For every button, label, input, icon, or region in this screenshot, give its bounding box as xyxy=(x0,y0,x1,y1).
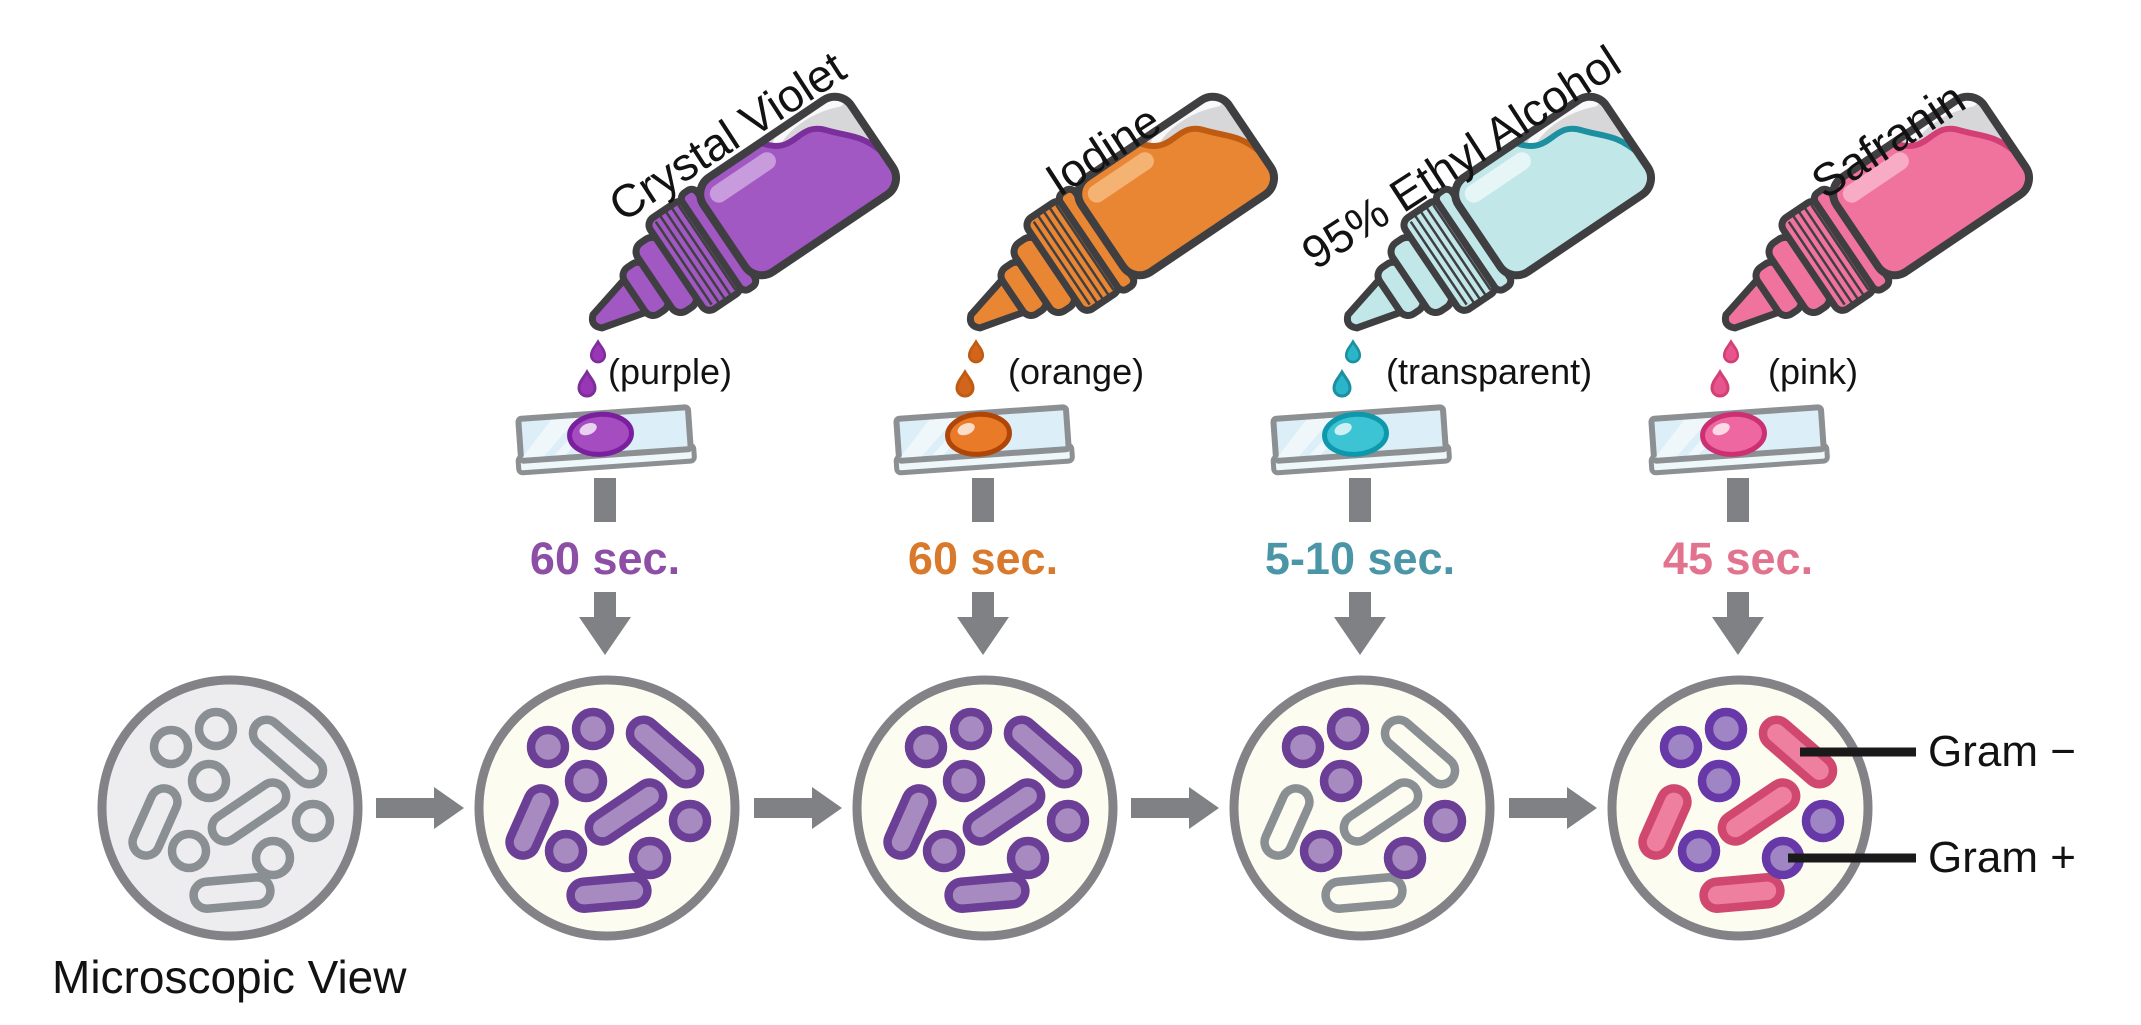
coccus-bacterium xyxy=(1801,799,1845,843)
right-arrow-icon xyxy=(754,787,842,829)
right-arrow-icon xyxy=(1509,787,1597,829)
coccus-bacterium xyxy=(291,799,335,843)
coccus-bacterium xyxy=(194,707,238,751)
rod-bacterium xyxy=(207,778,291,846)
coccus-bacterium xyxy=(1046,799,1090,843)
slide-ethyl-alcohol xyxy=(1270,407,1449,473)
crystal-violet-drops xyxy=(579,341,605,396)
rod-bacterium xyxy=(1380,715,1460,789)
time-label-safranin: 45 sec. xyxy=(1662,533,1814,584)
rod-bacterium xyxy=(566,873,652,913)
coccus-bacterium xyxy=(1383,836,1427,880)
rod-bacterium xyxy=(189,873,275,913)
coccus-bacterium xyxy=(1326,707,1370,751)
coccus-bacterium xyxy=(564,759,608,803)
slide-crystal-violet xyxy=(515,407,694,473)
time-label-iodine: 60 sec. xyxy=(907,533,1059,584)
rod-bacterium xyxy=(625,715,705,789)
coccus-bacterium xyxy=(167,829,211,873)
rod-bacterium xyxy=(1339,778,1423,846)
coccus-bacterium xyxy=(922,829,966,873)
coccus-bacterium xyxy=(668,799,712,843)
coccus-bacterium xyxy=(1006,836,1050,880)
color-note-orange: (orange) xyxy=(1008,351,1145,392)
rod-bacterium xyxy=(1638,784,1692,860)
coccus-bacterium xyxy=(904,725,948,769)
coccus-bacterium xyxy=(1299,829,1343,873)
slide-iodine xyxy=(893,407,1072,473)
coccus-bacterium xyxy=(628,836,672,880)
gram-positive-label: Gram + xyxy=(1928,833,2076,882)
coccus-bacterium xyxy=(526,725,570,769)
rod-bacterium xyxy=(944,873,1030,913)
microscopic-view-after-iodine xyxy=(852,675,1118,941)
coccus-bacterium xyxy=(149,725,193,769)
color-note-purple: (purple) xyxy=(608,351,733,392)
coccus-bacterium xyxy=(1319,759,1363,803)
coccus-bacterium xyxy=(1704,707,1748,751)
rod-bacterium xyxy=(1003,715,1083,789)
time-label-ethyl-alcohol: 5-10 sec. xyxy=(1264,533,1456,584)
rod-bacterium xyxy=(1260,784,1314,860)
right-arrow-icon xyxy=(376,787,464,829)
rod-bacterium xyxy=(1321,873,1407,913)
coccus-bacterium xyxy=(1281,725,1325,769)
rod-bacterium xyxy=(1717,778,1801,846)
time-label-crystal-violet: 60 sec. xyxy=(529,533,681,584)
coccus-bacterium xyxy=(942,759,986,803)
rod-bacterium xyxy=(962,778,1046,846)
microscopic-view-caption: Microscopic View xyxy=(52,951,407,1003)
coccus-bacterium xyxy=(949,707,993,751)
rod-bacterium xyxy=(1699,873,1785,913)
iodine-drops xyxy=(957,341,983,396)
coccus-bacterium xyxy=(544,829,588,873)
microscopic-view-after-crystal-violet xyxy=(474,675,740,941)
color-note-transparent: (transparent) xyxy=(1386,351,1593,392)
slide-safranin xyxy=(1648,407,1827,473)
rod-bacterium xyxy=(1758,715,1838,789)
coccus-bacterium xyxy=(1659,725,1703,769)
right-arrow-icon xyxy=(1131,787,1219,829)
ethyl-alcohol-drops xyxy=(1334,341,1360,396)
gram-negative-label: Gram − xyxy=(1928,727,2076,776)
rod-bacterium xyxy=(505,784,559,860)
microscopic-view-after-safranin xyxy=(1607,675,1873,941)
microscopic-view-unstained xyxy=(97,675,363,941)
coccus-bacterium xyxy=(1697,759,1741,803)
safranin-drops xyxy=(1712,341,1738,396)
rod-bacterium xyxy=(248,715,328,789)
coccus-bacterium xyxy=(571,707,615,751)
coccus-bacterium xyxy=(1423,799,1467,843)
microscopic-view-after-alcohol xyxy=(1229,675,1495,941)
rod-bacterium xyxy=(584,778,668,846)
rod-bacterium xyxy=(883,784,937,860)
color-note-pink: (pink) xyxy=(1768,351,1859,392)
coccus-bacterium xyxy=(1677,829,1721,873)
rod-bacterium xyxy=(128,784,182,860)
coccus-bacterium xyxy=(251,836,295,880)
coccus-bacterium xyxy=(187,759,231,803)
